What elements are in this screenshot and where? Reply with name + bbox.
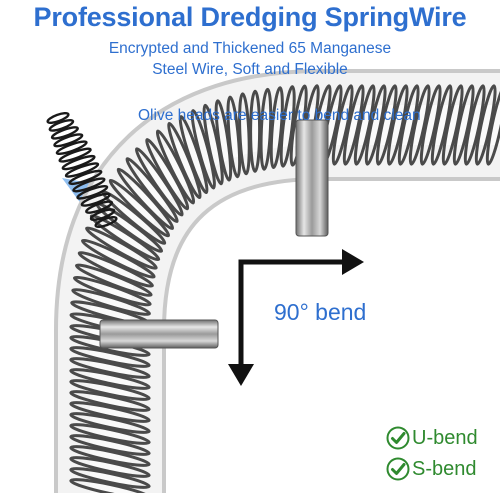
spring-wire-coils bbox=[69, 84, 500, 493]
spring-coil-turn bbox=[214, 99, 233, 182]
u-bend-badge: U-bend bbox=[386, 425, 478, 451]
spring-coil-turn bbox=[419, 84, 442, 166]
spring-coil-turn bbox=[81, 238, 156, 279]
olive-head-caption: Olive heads are easier to bend and clean bbox=[138, 107, 421, 124]
pipe-clamp-ring-left bbox=[99, 319, 219, 349]
spring-coil-turn bbox=[279, 85, 296, 168]
subtitle-line-1: Encrypted and Thickened 65 Manganese bbox=[108, 40, 392, 57]
spring-coil-turn bbox=[69, 445, 151, 467]
s-bend-badge: S-bend bbox=[386, 456, 477, 482]
spring-coil-turn bbox=[202, 103, 224, 186]
spring-coil-turn bbox=[69, 357, 151, 379]
spring-coil-turn bbox=[364, 84, 387, 166]
spring-coil-turn bbox=[69, 346, 151, 368]
spring-coil-turn bbox=[269, 86, 284, 169]
spring-coil-turn bbox=[226, 95, 242, 179]
spring-coil-turn bbox=[167, 121, 202, 200]
olive-head-coil-turn bbox=[89, 208, 116, 221]
olive-head-coil-turn bbox=[48, 119, 75, 132]
spring-coil-turn bbox=[134, 147, 184, 217]
olive-head-coil-turn bbox=[50, 126, 79, 140]
bend-arrow-down bbox=[228, 302, 254, 386]
pipe-clamp-ring-top bbox=[295, 119, 329, 237]
spring-coil-turn bbox=[353, 84, 376, 166]
spring-coil-turn bbox=[463, 84, 486, 166]
spring-coil-turn bbox=[69, 368, 151, 390]
spring-coil-turn bbox=[85, 226, 158, 270]
spring-coil-turn bbox=[69, 401, 151, 423]
u-bend-label: U-bend bbox=[412, 426, 478, 449]
spring-coil-turn bbox=[441, 84, 464, 166]
olive-head-coil-closeup bbox=[46, 111, 118, 229]
spring-coil-turn bbox=[331, 84, 354, 166]
subtitle-line-2: Steel Wire, Soft and Flexible bbox=[152, 61, 348, 78]
olive-head-coil-turn bbox=[85, 200, 114, 214]
spring-coil-turn bbox=[342, 84, 365, 166]
spring-coil-turn bbox=[69, 379, 151, 401]
spring-coil-turn bbox=[259, 87, 273, 171]
spring-coil-turn bbox=[145, 138, 190, 211]
spring-coil-turn bbox=[485, 84, 500, 166]
spring-coil-turn bbox=[69, 456, 151, 478]
spring-coil-turn bbox=[77, 251, 154, 288]
spring-coil-turn bbox=[190, 109, 216, 190]
spring-coil-turn bbox=[155, 129, 196, 205]
spring-coil-turn bbox=[474, 84, 497, 166]
page-title: Professional Dredging SpringWire bbox=[33, 2, 467, 32]
spring-coil-turn bbox=[69, 390, 151, 412]
spring-coil-turn bbox=[69, 434, 151, 456]
olive-head-coil-turn bbox=[64, 162, 100, 178]
check-mark-icon bbox=[386, 457, 410, 481]
olive-head-coil-turn bbox=[46, 111, 70, 125]
spring-coil-turn bbox=[71, 288, 151, 316]
spring-coil-turn bbox=[238, 92, 251, 176]
spring-coil-turn bbox=[375, 84, 398, 166]
olive-head-coil-turn bbox=[94, 215, 118, 229]
spring-coil-turn bbox=[69, 412, 151, 434]
spring-coil-turn bbox=[386, 84, 409, 166]
olive-head-coil-turn bbox=[61, 154, 96, 171]
spring-coil-turn bbox=[452, 84, 475, 166]
check-mark-icon bbox=[386, 426, 410, 450]
spring-coil-turn bbox=[108, 178, 171, 238]
olive-head-coil-turn bbox=[68, 169, 103, 186]
olive-head-coil-turn bbox=[72, 177, 106, 193]
olive-head-coil-turn bbox=[80, 192, 111, 207]
olive-head-coil-turn bbox=[76, 184, 109, 200]
bend-angle-label: 90° bend bbox=[274, 299, 367, 325]
spring-coil-turn bbox=[178, 115, 209, 195]
spring-coil-turn bbox=[69, 467, 151, 489]
spring-coil-turn bbox=[75, 263, 153, 297]
olive-head-coil-turn bbox=[58, 147, 92, 163]
spring-coil-turn bbox=[69, 478, 151, 493]
spring-coil-turn bbox=[69, 423, 151, 445]
spring-coil-turn bbox=[72, 275, 152, 307]
olive-head-coil-turn bbox=[55, 140, 88, 156]
spring-coil-turn bbox=[116, 167, 175, 231]
spring-coil-turn bbox=[125, 157, 179, 224]
spring-coil-turn bbox=[430, 84, 453, 166]
spring-coil-turn bbox=[249, 89, 262, 173]
bend-arrow-right bbox=[238, 249, 364, 302]
spring-coil-turn bbox=[408, 84, 431, 166]
spring-coil-turn bbox=[397, 84, 420, 166]
s-bend-label: S-bend bbox=[412, 457, 477, 480]
olive-head-coil-turn bbox=[53, 133, 84, 148]
